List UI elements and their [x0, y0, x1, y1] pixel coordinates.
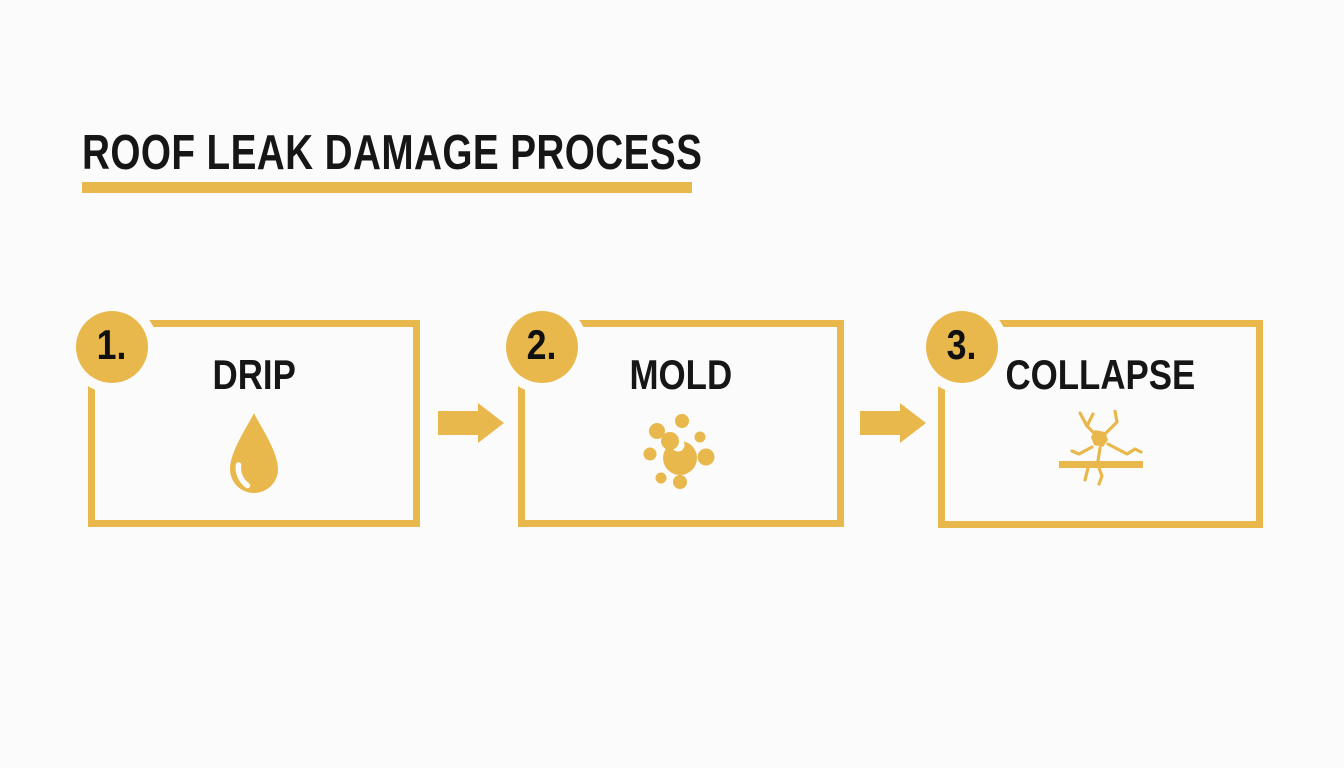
- step-box-drip: 1. DRIP: [76, 311, 420, 527]
- page-title: ROOF LEAK DAMAGE PROCESS: [82, 126, 703, 180]
- mold-spores-icon: [642, 412, 720, 495]
- step-label: COLLAPSE: [1005, 351, 1196, 398]
- water-drop-icon: [226, 412, 282, 499]
- step-box-collapse: 3. COLLAPSE: [926, 311, 1263, 528]
- step-label: MOLD: [629, 351, 733, 398]
- step-number-badge: 3.: [926, 311, 998, 383]
- step-number-badge: 1.: [76, 311, 148, 383]
- step-label: DRIP: [212, 351, 296, 398]
- title-underline: [82, 182, 692, 193]
- arrow-right-icon: [438, 403, 504, 443]
- step-number: 2.: [527, 321, 557, 368]
- arrow-right-icon: [860, 403, 926, 443]
- ceiling-crack-icon: [1058, 409, 1143, 493]
- step-number-badge: 2.: [506, 311, 578, 383]
- step-number: 1.: [97, 321, 127, 368]
- step-box-mold: 2. MOLD: [506, 311, 844, 527]
- step-number: 3.: [947, 321, 977, 368]
